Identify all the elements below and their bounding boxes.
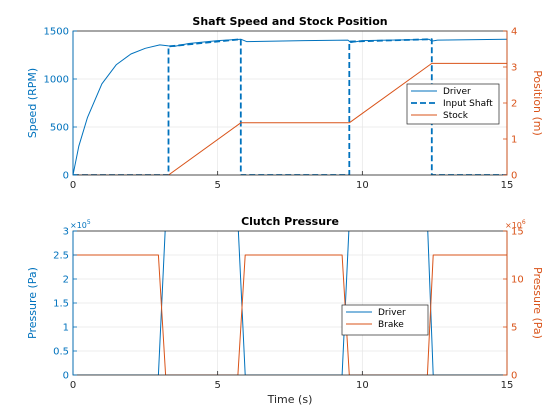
chart-title: Clutch Pressure: [241, 215, 339, 228]
y-left-tick-label: 1.5: [53, 299, 69, 310]
x-tick-label: 15: [501, 180, 514, 191]
x-tick-label: 15: [501, 380, 514, 391]
y-left-tick-label: 2: [63, 275, 69, 286]
y-axis-right-label: Pressure (Pa): [531, 267, 544, 339]
x-tick-label: 5: [214, 380, 220, 391]
series-line-driver: [73, 231, 507, 375]
y-right-tick-label: 1: [511, 135, 517, 146]
y-left-tick-label: 1000: [44, 75, 69, 86]
series-line-brake: [73, 254, 507, 375]
x-tick-label: 10: [356, 380, 369, 391]
legend-entry-label: Driver: [443, 87, 471, 97]
y-right-tick-label: 10: [511, 275, 524, 286]
y-left-tick-label: 2.5: [53, 251, 69, 262]
y-right-tick-label: 0: [511, 371, 517, 382]
y-right-tick-label: 5: [511, 323, 517, 334]
y-axis-right-label: Position (m): [531, 70, 544, 136]
y-left-tick-label: 0.5: [53, 347, 69, 358]
x-tick-label: 5: [214, 180, 220, 191]
x-tick-label: 0: [70, 180, 76, 191]
y-left-tick-label: 500: [50, 123, 69, 134]
y-axis-left-exponent: ×105: [70, 219, 91, 230]
y-right-tick-label: 15: [511, 227, 524, 238]
legend-entry-label: Input Shaft: [443, 99, 493, 109]
y-axis-left-label: Pressure (Pa): [26, 267, 39, 339]
series-lines: [73, 231, 507, 375]
x-tick-label: 0: [70, 380, 76, 391]
y-left-tick-label: 0: [63, 171, 69, 182]
y-right-tick-label: 0: [511, 171, 517, 182]
series-line-stock: [73, 62, 507, 175]
legend-entry-label: Driver: [378, 308, 406, 318]
y-right-tick-label: 3: [511, 63, 517, 74]
y-left-tick-label: 1: [63, 323, 69, 334]
x-tick-label: 10: [356, 180, 369, 191]
y-left-tick-label: 1500: [44, 27, 69, 38]
chart-title: Shaft Speed and Stock Position: [192, 15, 387, 28]
legend-box: [341, 304, 429, 336]
y-right-tick-label: 4: [511, 27, 517, 38]
y-left-tick-label: 0: [63, 371, 69, 382]
x-axis-label: Time (s): [267, 393, 313, 406]
legend-entry-label: Stock: [443, 111, 469, 121]
y-left-tick-label: 3: [63, 227, 69, 238]
y-right-tick-label: 2: [511, 99, 517, 110]
y-axis-right-exponent: ×106: [505, 219, 526, 230]
series-line-driver: [73, 38, 507, 175]
y-axis-left-label: Speed (RPM): [26, 68, 39, 138]
legend-entry-label: Brake: [378, 320, 404, 330]
